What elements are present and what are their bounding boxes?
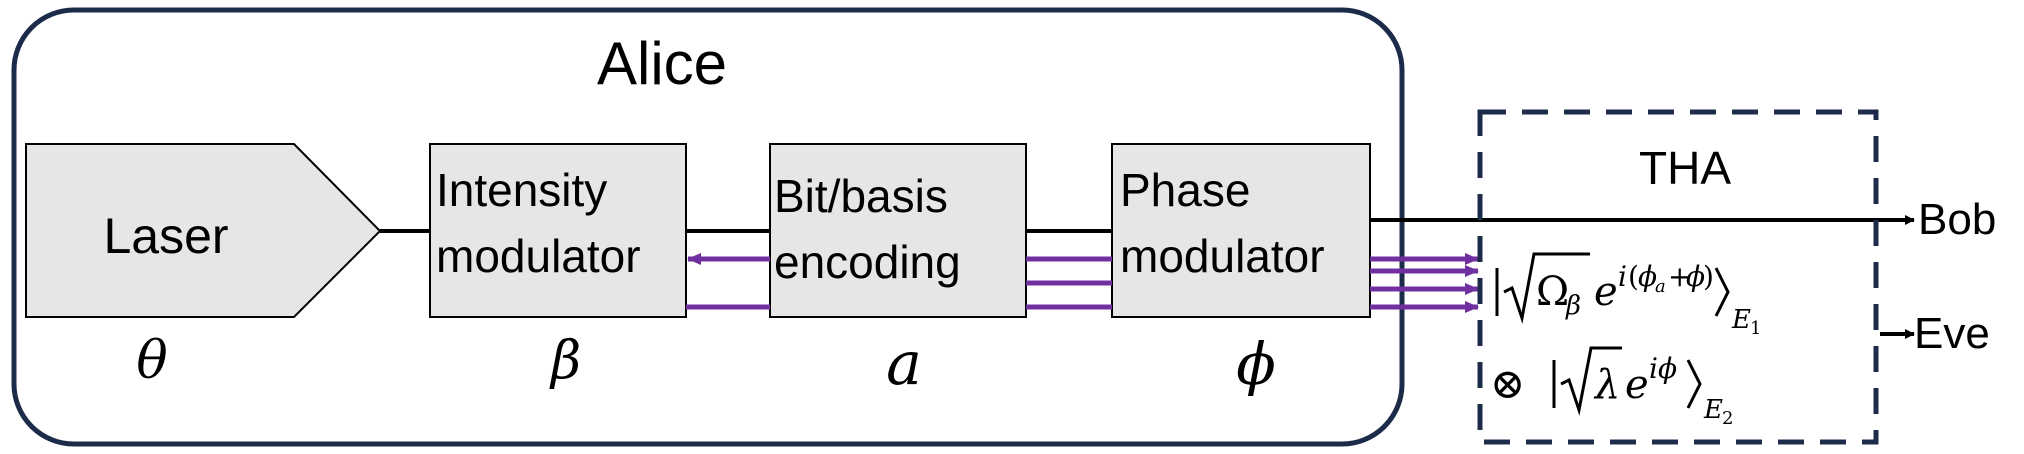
tensor-product-symbol: ⊗: [1490, 359, 1525, 408]
state2-ket-sub: E: [1703, 395, 1723, 425]
state1-sqrt-sub: β: [1565, 291, 1581, 321]
state1-exp-phi: ϕ: [1686, 260, 1705, 293]
state1-e: e: [1594, 269, 1618, 315]
state1-ket-sub: E: [1731, 305, 1751, 335]
sqrt-sign-1: [1503, 252, 1590, 324]
state1-exp-i: i: [1618, 260, 1627, 293]
tha-title: THA: [1639, 142, 1731, 194]
state1-exp-open: (: [1628, 260, 1639, 293]
phase-modulator-param: ϕ: [1236, 330, 1276, 398]
tha-box: [1477, 109, 1879, 445]
bit-basis-encoding-param: a: [886, 329, 922, 399]
bit-basis-encoding-box: [769, 143, 1027, 318]
eve-label: Eve: [1914, 309, 1990, 358]
state1-ket-sub-num: 1: [1750, 318, 1761, 339]
state1-exp-phi-a: ϕ: [1638, 260, 1657, 293]
bit-basis-encoding-line2: encoding: [774, 236, 961, 288]
tha-state-2: ⊗ λ e iϕ E 2: [1490, 346, 1733, 429]
bit-basis-encoding-line1: Bit/basis: [774, 170, 948, 222]
alice-title: Alice: [597, 30, 727, 97]
state1-sqrt-arg: Ω: [1536, 269, 1569, 315]
sqrt-sign-2: [1560, 346, 1622, 416]
ket-angle-1: [1714, 267, 1730, 317]
state2-e: e: [1625, 362, 1649, 408]
alice-container: [11, 7, 1405, 447]
laser-box: [25, 143, 382, 318]
ket-angle-2: [1686, 359, 1702, 409]
laser-param: θ: [136, 331, 167, 391]
intensity-modulator-line2: modulator: [436, 230, 641, 282]
phase-modulator-box: [1111, 143, 1371, 318]
intensity-modulator-box: [429, 143, 687, 318]
state2-exp: iϕ: [1649, 352, 1677, 385]
intensity-modulator-line1: Intensity: [436, 164, 607, 216]
state1-exp-phi-a-sub: a: [1655, 276, 1666, 297]
intensity-modulator-param: β: [549, 331, 581, 391]
tha-state-1: Ω β e i ( ϕ a + ϕ ) E 1: [1495, 252, 1761, 339]
bob-label: Bob: [1918, 195, 1996, 244]
state1-exp-close: ): [1703, 260, 1714, 293]
laser-label: Laser: [103, 208, 228, 264]
phase-modulator-line2: modulator: [1120, 230, 1325, 282]
phase-modulator-line1: Phase: [1120, 164, 1250, 216]
state2-ket-sub-num: 2: [1722, 408, 1733, 429]
state2-sqrt-arg: λ: [1593, 362, 1620, 408]
state1-exp-plus: +: [1668, 260, 1691, 293]
